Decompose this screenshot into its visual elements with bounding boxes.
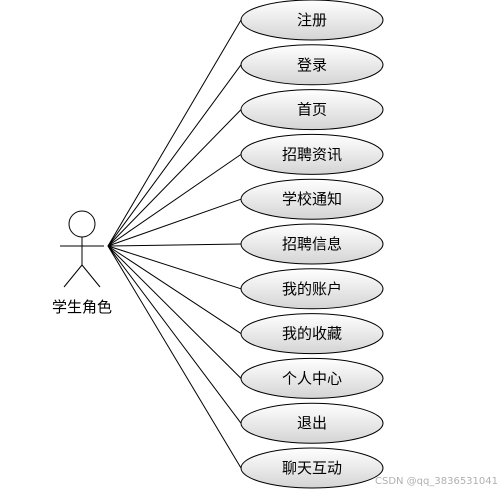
use-case-ellipse — [240, 89, 384, 131]
association-line — [107, 64, 242, 247]
actor-right-leg — [81, 264, 101, 288]
use-case-ellipse — [240, 313, 384, 355]
use-case: 个人中心 — [240, 357, 384, 399]
use-case-label: 个人中心 — [282, 369, 342, 387]
use-case-ellipse — [240, 223, 384, 265]
association-line — [107, 245, 242, 290]
use-case-ellipse — [240, 44, 384, 86]
use-case: 登录 — [240, 44, 384, 86]
association-lines — [107, 19, 242, 469]
use-case-label: 我的账户 — [282, 280, 342, 298]
association-line — [107, 245, 242, 469]
association-line — [107, 245, 242, 335]
association-line — [107, 243, 242, 247]
association-line — [107, 19, 242, 247]
watermark: CSDN @qq_3836531041 — [374, 476, 498, 487]
actor-left-leg — [63, 264, 83, 288]
use-case-label: 登录 — [297, 56, 327, 74]
use-case: 招聘信息 — [240, 223, 384, 265]
actor-label: 学生角色 — [51, 298, 112, 316]
use-case: 退出 — [240, 402, 384, 444]
actor-stick-figure-icon — [60, 210, 104, 288]
use-case-label: 首页 — [297, 101, 327, 119]
use-case-ellipse — [240, 133, 384, 175]
use-case-ellipse — [240, 402, 384, 444]
use-case: 学校通知 — [240, 178, 384, 220]
use-case-label: 注册 — [297, 11, 327, 29]
association-line — [107, 198, 242, 247]
use-case: 招聘资讯 — [240, 133, 384, 175]
association-line — [107, 245, 242, 424]
use-case: 我的账户 — [240, 268, 384, 310]
association-line — [107, 109, 242, 247]
use-case-ellipse — [240, 0, 384, 41]
use-case-ellipse — [240, 178, 384, 220]
use-case-ellipse — [240, 447, 384, 489]
use-case-ellipse — [240, 357, 384, 399]
use-case-label: 学校通知 — [282, 190, 342, 208]
use-case-label: 退出 — [297, 414, 327, 432]
use-case-label: 我的收藏 — [282, 325, 342, 343]
use-case-ellipse — [240, 268, 384, 310]
actor-head — [68, 210, 96, 238]
use-case: 注册 — [240, 0, 384, 41]
association-line — [107, 153, 242, 247]
use-case-label: 聊天互动 — [282, 459, 342, 477]
use-case: 首页 — [240, 89, 384, 131]
association-line — [107, 245, 242, 379]
use-case: 聊天互动 — [240, 447, 384, 489]
use-case-label: 招聘信息 — [282, 235, 342, 253]
use-case-label: 招聘资讯 — [282, 145, 342, 163]
use-case: 我的收藏 — [240, 313, 384, 355]
